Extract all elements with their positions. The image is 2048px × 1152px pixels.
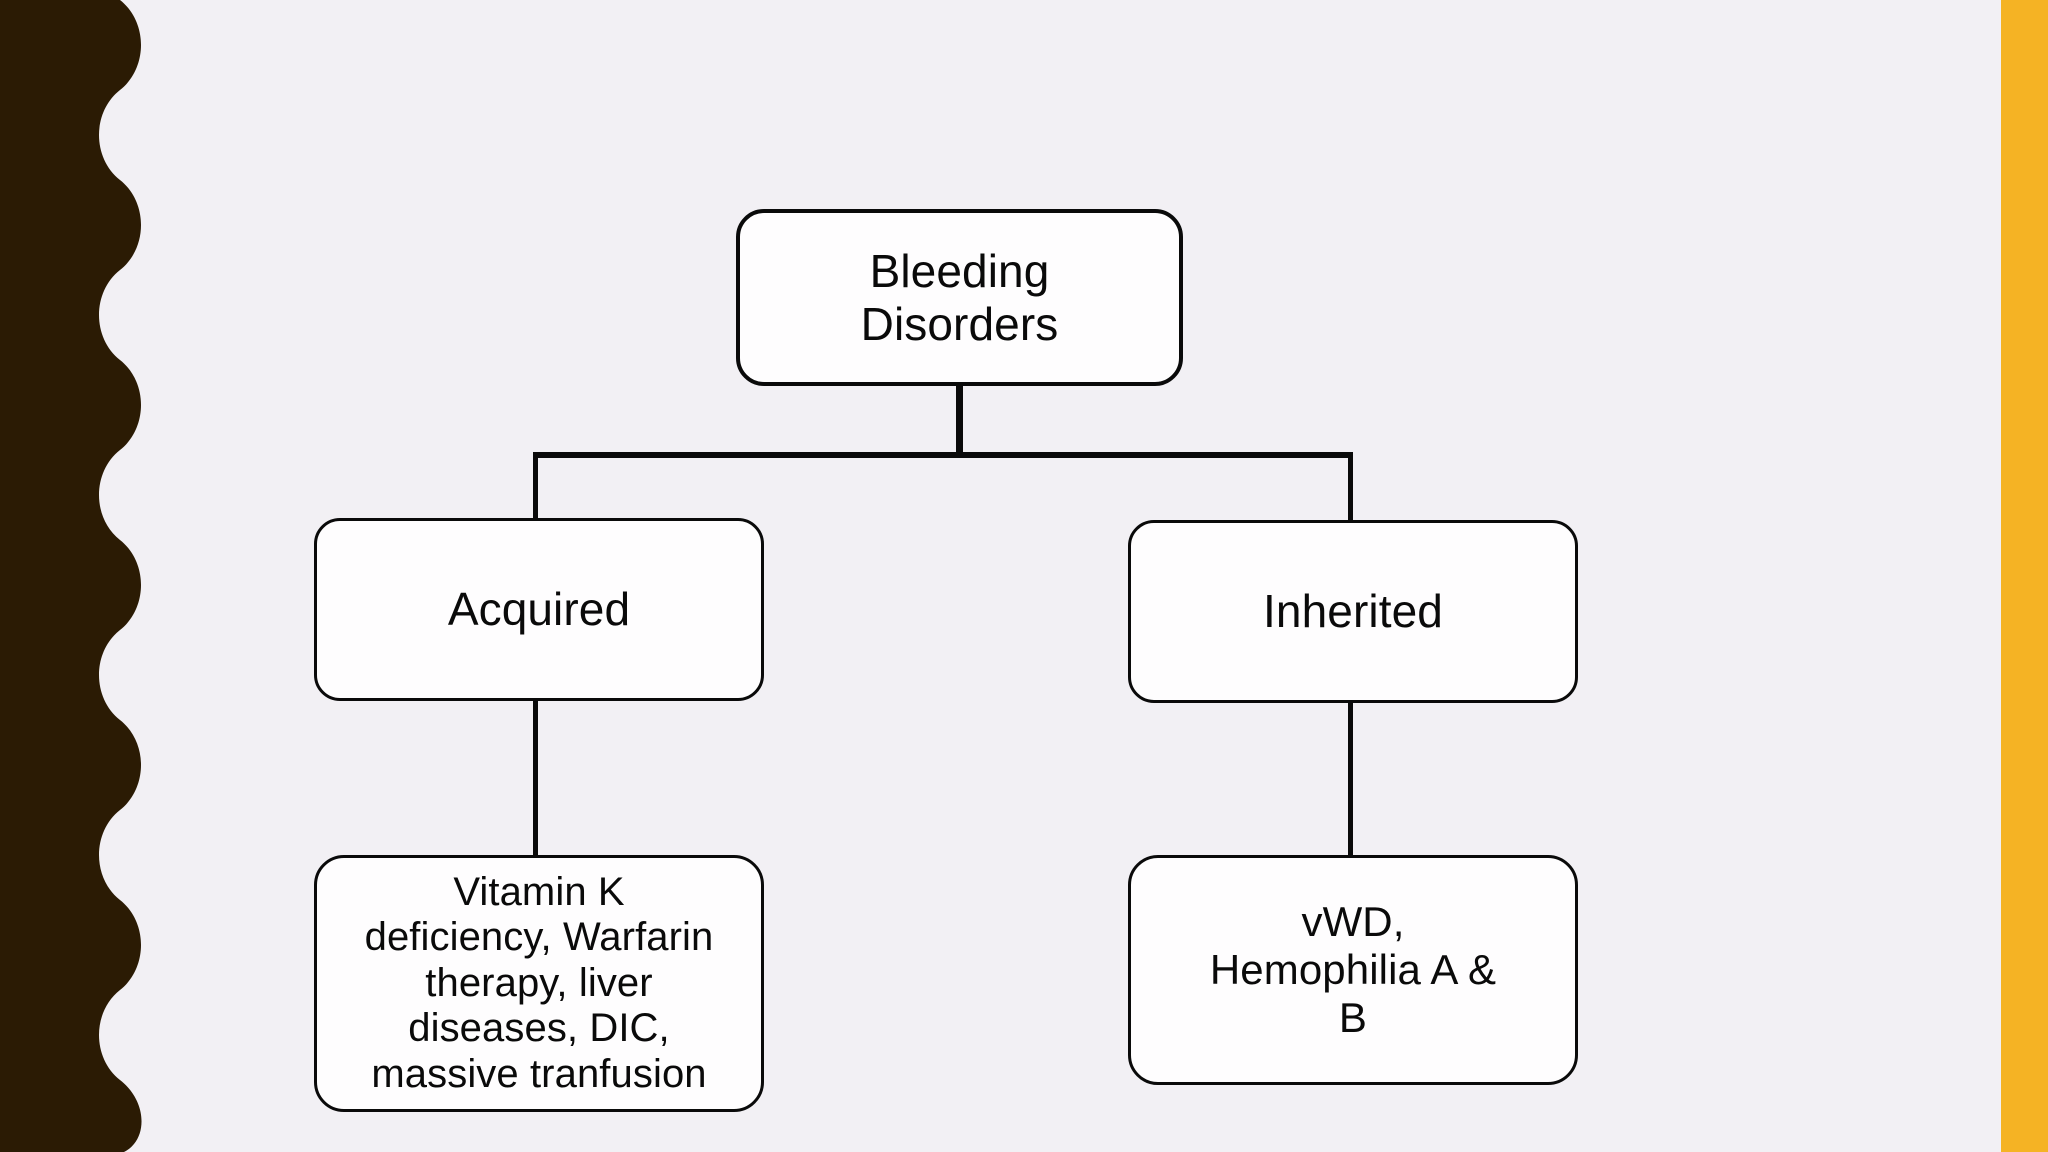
connector-root-to-acquired bbox=[533, 452, 538, 520]
connector-root-to-inherited bbox=[1348, 452, 1353, 522]
node-acquired[interactable]: Acquired bbox=[314, 518, 764, 701]
gold-accent-bar bbox=[2001, 0, 2048, 1152]
node-inherited[interactable]: Inherited bbox=[1128, 520, 1578, 703]
connector-acquired-to-detail bbox=[533, 700, 538, 857]
node-inherited-causes[interactable]: vWD, Hemophilia A & B bbox=[1128, 855, 1578, 1085]
node-acquired-causes[interactable]: Vitamin K deficiency, Warfarin therapy, … bbox=[314, 855, 764, 1112]
connector-root-stub bbox=[956, 386, 963, 458]
connector-inherited-to-detail bbox=[1348, 702, 1353, 857]
node-bleeding-disorders[interactable]: Bleeding Disorders bbox=[736, 209, 1183, 386]
connector-horizontal-bar bbox=[533, 452, 1353, 458]
